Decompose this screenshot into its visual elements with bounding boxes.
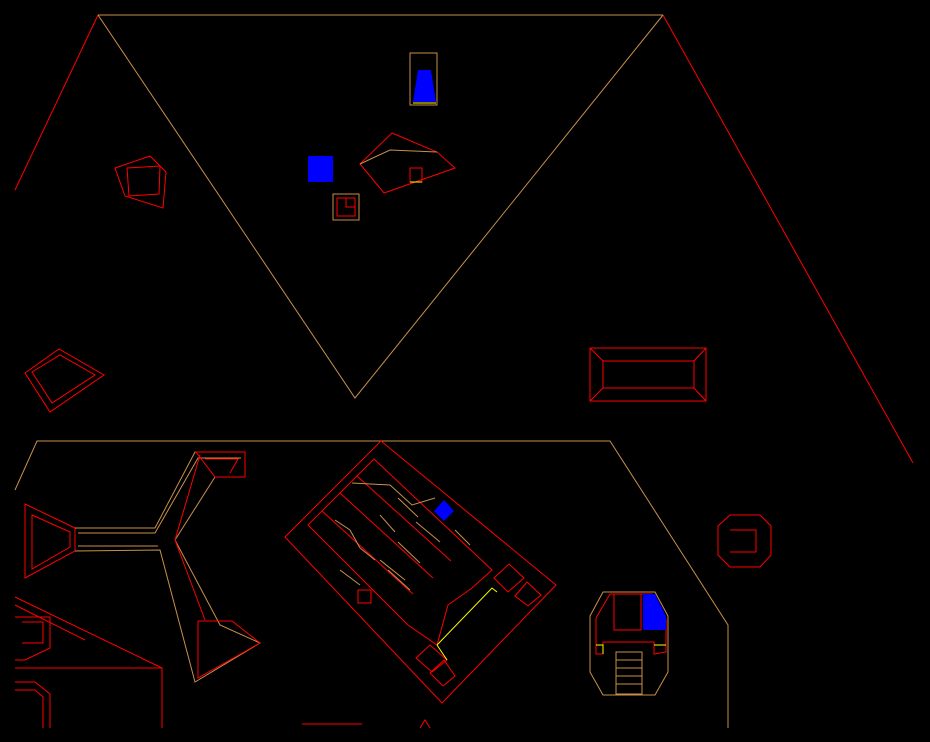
right-octagon-room	[717, 514, 772, 568]
lower-outer-walls	[14, 440, 729, 728]
right-rect-room	[589, 347, 707, 402]
y-shaped-corridor	[24, 451, 262, 683]
blue-marker-top	[413, 70, 436, 102]
upper-inner-slope	[97, 14, 664, 399]
left-diamond-room	[24, 348, 105, 413]
rotated-grid-building	[284, 440, 557, 704]
upper-outer-walls	[14, 14, 914, 464]
blue-marker-grid	[434, 500, 454, 521]
irregular-room	[359, 132, 456, 194]
blue-marker-left	[308, 156, 333, 182]
ship-structure	[589, 591, 669, 696]
blue-marker-ship	[643, 594, 666, 630]
left-hex-room	[114, 155, 167, 209]
bottom-left-structures	[14, 596, 431, 729]
top-blue-room	[409, 52, 438, 106]
small-square-room	[332, 193, 360, 221]
